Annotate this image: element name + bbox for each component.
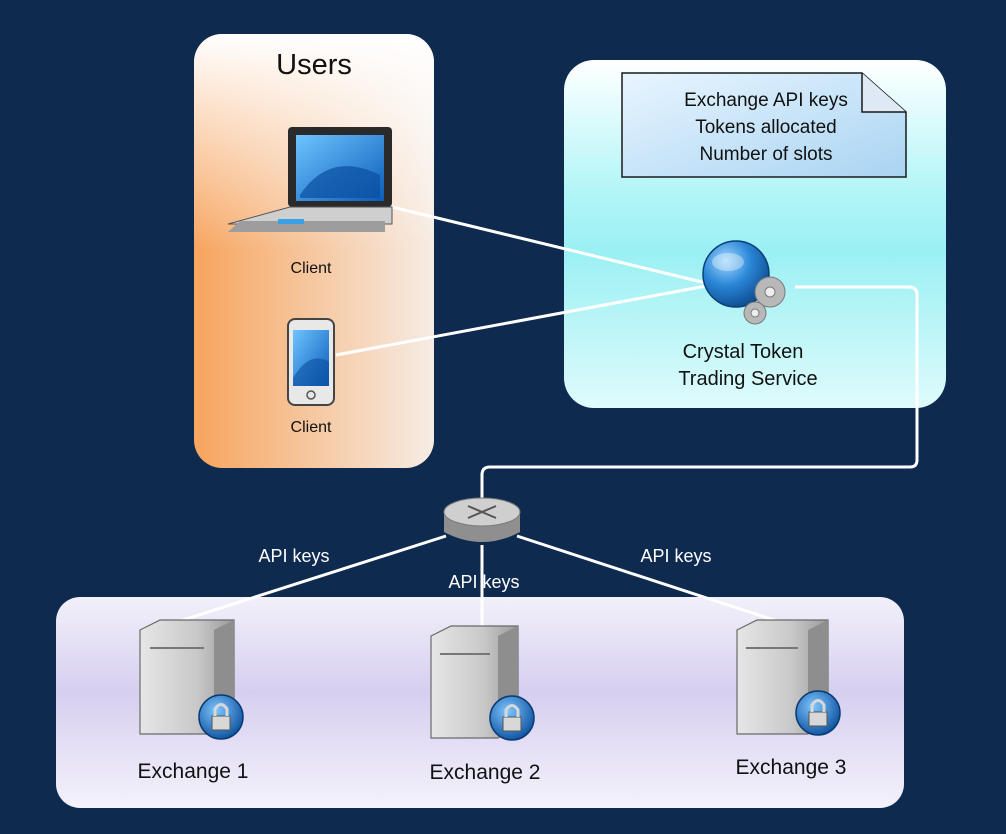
link-service-router [480,285,919,500]
router-icon [443,497,521,542]
api-keys-label-middle: API keys [448,572,519,592]
client-phone-label: Client [291,419,332,436]
document-note-icon [621,72,907,178]
exchange-2-label: Exchange 2 [430,761,541,784]
link-laptop-service [391,205,707,285]
server-lock-icon [139,619,244,740]
server-lock-icon [736,619,841,736]
link-phone-service [335,284,707,357]
exchange-3-label: Exchange 3 [736,756,847,779]
note-line-3: Number of slots [699,144,832,165]
api-keys-label-left: API keys [258,546,329,566]
gear-icon [743,276,786,325]
api-keys-label-right: API keys [640,546,711,566]
laptop-icon [227,127,393,232]
service-name-line-1: Crystal Token [683,341,804,363]
exchange-1-label: Exchange 1 [138,760,249,783]
service-name-line-2: Trading Service [678,368,817,390]
link-router-exchange-3 [516,534,781,624]
link-router-exchange-1 [179,534,447,623]
globe-gears-icon [702,240,786,325]
connectors [179,205,919,628]
client-laptop-label: Client [291,260,332,277]
users-title: Users [276,49,352,81]
phone-icon [287,318,335,406]
server-lock-icon [430,625,535,741]
note-line-2: Tokens allocated [695,117,837,138]
note-line-1: Exchange API keys [684,90,848,111]
